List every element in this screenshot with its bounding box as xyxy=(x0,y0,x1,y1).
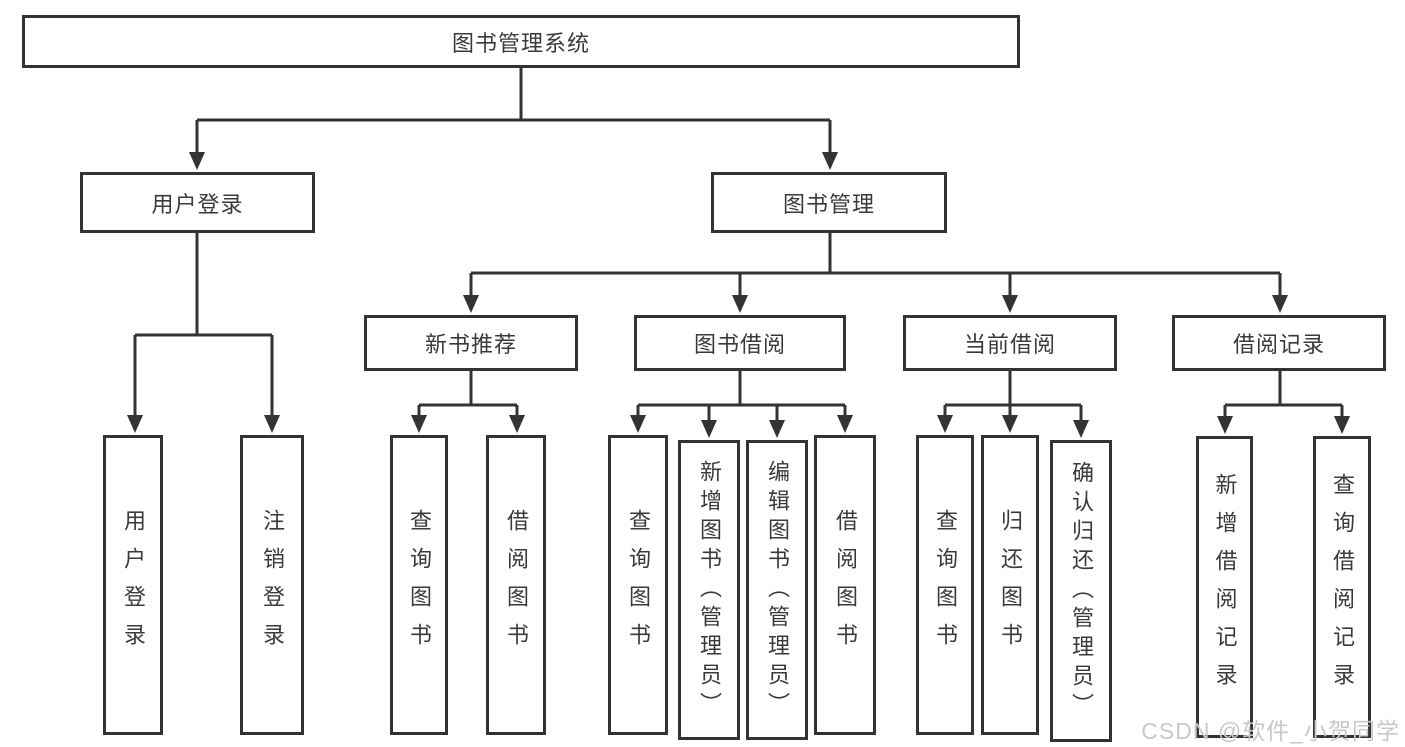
node-borrowing-records: 借阅记录 xyxy=(1172,315,1386,371)
leaf-query-books-borrowing: 查询图书 xyxy=(608,435,668,735)
leaf-add-books-admin: 新增图书（管理员） xyxy=(678,440,740,740)
node-label: 编辑图书（管理员） xyxy=(765,459,790,721)
node-new-book-recommend: 新书推荐 xyxy=(364,315,578,371)
node-user-login: 用户登录 xyxy=(80,172,315,233)
node-label: 确认归还（管理员） xyxy=(1069,460,1094,722)
leaf-user-login: 用户登录 xyxy=(103,435,163,735)
node-label: 新增图书（管理员） xyxy=(697,459,722,721)
leaf-query-books-recommend: 查询图书 xyxy=(390,435,448,735)
node-label: 当前借阅 xyxy=(963,332,1056,357)
leaf-borrow-books-recommend: 借阅图书 xyxy=(486,435,546,735)
node-label: 用户登录 xyxy=(121,509,146,661)
node-label: 图书管理系统 xyxy=(451,30,590,56)
node-book-borrowing: 图书借阅 xyxy=(634,315,846,371)
csdn-watermark: CSDN @软件_小贺同学 xyxy=(1141,718,1400,744)
leaf-query-borrow-record: 查询借阅记录 xyxy=(1313,436,1371,738)
node-label: 新书推荐 xyxy=(424,332,517,357)
node-label: 图书借阅 xyxy=(693,332,786,357)
leaf-logout: 注销登录 xyxy=(240,435,304,735)
arrowheads xyxy=(127,120,1350,438)
node-label: 查询借阅记录 xyxy=(1330,473,1355,701)
node-label: 注销登录 xyxy=(260,509,285,661)
node-label: 查询图书 xyxy=(626,509,651,661)
node-label: 新增借阅记录 xyxy=(1212,473,1238,701)
leaf-return-books: 归还图书 xyxy=(981,435,1039,735)
node-label: 查询图书 xyxy=(933,509,958,661)
leaf-add-borrow-record: 新增借阅记录 xyxy=(1196,436,1253,738)
node-label: 借阅图书 xyxy=(833,509,858,661)
node-label: 借阅图书 xyxy=(504,509,529,661)
node-book-management-system: 图书管理系统 xyxy=(22,15,1020,68)
node-current-borrowing: 当前借阅 xyxy=(903,315,1117,371)
leaf-confirm-return-admin: 确认归还（管理员） xyxy=(1050,440,1112,742)
node-book-management: 图书管理 xyxy=(711,172,947,233)
leaf-edit-books-admin: 编辑图书（管理员） xyxy=(746,440,808,740)
node-label: 归还图书 xyxy=(998,509,1023,661)
node-label: 图书管理 xyxy=(782,191,875,217)
node-label: 借阅记录 xyxy=(1232,332,1325,357)
leaf-query-books-current: 查询图书 xyxy=(916,435,974,735)
leaf-borrow-books: 借阅图书 xyxy=(814,435,876,735)
node-label: 用户登录 xyxy=(151,191,244,217)
node-label: 查询图书 xyxy=(407,509,432,661)
